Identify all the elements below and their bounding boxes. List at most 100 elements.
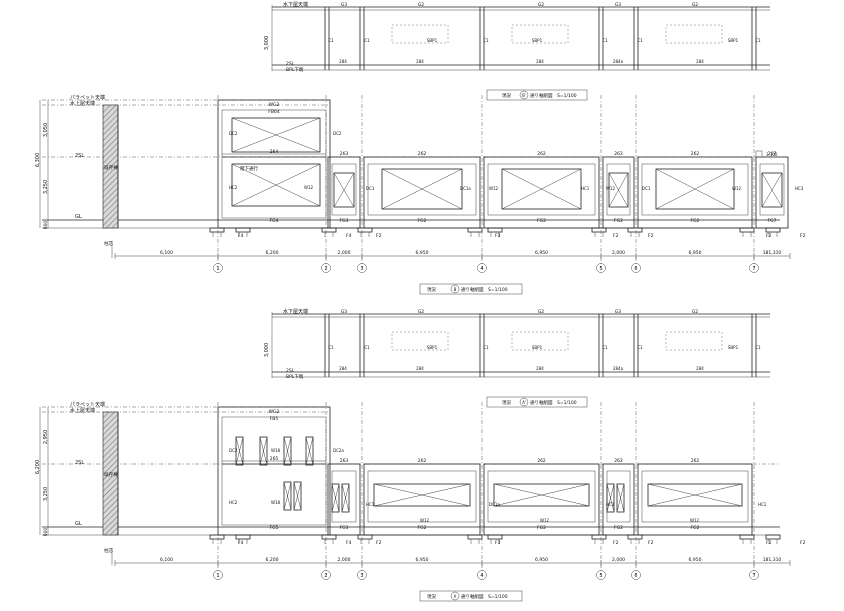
column-label: 柱芯: [104, 547, 113, 554]
footing: [357, 534, 373, 540]
upper-member-label: 284: [416, 366, 424, 371]
bay-12-window: [235, 436, 244, 466]
opening-diag: [259, 436, 268, 466]
footing: [235, 227, 251, 233]
span-label: 181,310: [763, 557, 782, 563]
lower-bay-mid-label: 263: [340, 458, 349, 464]
dim-main-h4: 800: [43, 221, 49, 230]
upper-column-label: C1: [364, 345, 370, 350]
wall-label: W12: [732, 186, 742, 191]
lower-bay-inner: [367, 470, 477, 523]
span-label: 6,950: [416, 557, 429, 563]
lower-bay-inner: [487, 470, 596, 523]
bay-12-window: [259, 436, 268, 466]
span-label: 6,950: [535, 557, 548, 563]
dim-main-h2: 6,300: [35, 153, 41, 167]
footing-label: F2: [766, 540, 772, 546]
lower-bay-fg-label: FG2: [537, 525, 546, 531]
footing-label: F2: [376, 233, 382, 239]
axis-label: 3: [360, 266, 363, 272]
grid-bubble: [519, 397, 529, 407]
footing-label: F3: [495, 540, 501, 546]
existing-building-label: 既存棟: [104, 471, 118, 478]
bay-12-fg-label: FG4: [270, 218, 279, 224]
footing-label: F2: [800, 233, 806, 239]
wall-label: DC1: [642, 186, 651, 191]
upper-window: [511, 24, 569, 44]
upper-beam-label: G2: [692, 2, 698, 8]
view-title-prefix: 現況: [502, 399, 511, 406]
lower-bay-opening: [493, 483, 590, 507]
opening-diag: [333, 172, 355, 208]
lower-bay-mid-label: 262: [418, 151, 427, 157]
opening-diag: [608, 172, 629, 208]
lower-bay-fg-label: FG3: [340, 525, 349, 531]
axis-bubble: [631, 570, 641, 580]
view-title-axis: B': [522, 93, 526, 98]
upper-window: [665, 24, 723, 44]
axis-label: 5: [599, 266, 602, 272]
upper-beam-label: G3: [341, 2, 347, 8]
footing: [765, 227, 781, 233]
lower-bay-frame: [363, 463, 481, 536]
span-label: 2,000: [612, 250, 625, 256]
span-label: 6,950: [689, 557, 702, 563]
dim-main-h3: 3,250: [43, 180, 49, 194]
level-bpl: BPL下端: [286, 373, 304, 380]
footing-label: F4: [238, 233, 244, 239]
opening-diag: [305, 436, 314, 466]
opening-diag: [283, 481, 292, 511]
lower-bay-opening: [761, 172, 783, 208]
level-roof-top: 水下屋天端: [283, 1, 308, 8]
lower-bay-opening: [655, 168, 735, 210]
footing: [739, 227, 755, 233]
level-roof-under: 水上屋天端: [70, 100, 95, 107]
opening-diag: [231, 163, 321, 207]
footing: [357, 227, 373, 233]
axis-label: 1: [216, 266, 219, 272]
lower-bay-mid-label: 263: [614, 151, 623, 157]
wall-label: W12: [606, 186, 616, 191]
lower-bay-mid-label: 263: [340, 151, 349, 157]
axis-bubble: [213, 570, 223, 580]
upper-member-label: 284: [696, 59, 704, 64]
view-title-box: [419, 283, 523, 295]
axis-label: 5: [599, 573, 602, 579]
lower-bay-fg-label: FG3: [340, 218, 349, 224]
lower-bay-mid-label: 262: [418, 458, 427, 464]
wall-label: HC1: [581, 186, 590, 191]
bay-12-top-label: WG2: [269, 409, 280, 415]
level-parapet: パラペット天端: [70, 94, 105, 101]
axis-label: 1: [216, 573, 219, 579]
upper-member-label: 284a: [613, 59, 624, 64]
lower-bay-window: [606, 483, 615, 513]
footing: [739, 534, 755, 540]
axis-bubble: [321, 263, 331, 273]
wall-label: DC1a: [489, 502, 500, 507]
upper-beam-label: G3: [615, 309, 621, 315]
footing: [209, 227, 225, 233]
upper-member-label: 284: [536, 59, 544, 64]
upper-column-label: C1: [328, 345, 334, 350]
axis-label: 7: [752, 266, 755, 272]
span-label: 6,100: [160, 250, 173, 256]
opening-diag: [231, 117, 321, 153]
bay-12-window-low: [283, 481, 292, 511]
footing-label: F2: [613, 233, 619, 239]
footing: [591, 227, 607, 233]
level-gl: GL: [75, 214, 82, 220]
axis-label: 7: [752, 573, 755, 579]
wall-label: DC2: [229, 131, 238, 136]
axis-label: 2: [324, 573, 327, 579]
footing: [467, 534, 483, 540]
wall-label: HC3: [795, 186, 804, 191]
lower-bay-mid-label: 262: [691, 151, 700, 157]
bay-12-fb-label: FB5: [270, 416, 279, 422]
wall-label: W12: [304, 185, 314, 190]
lower-bay-mid-label: 267: [768, 151, 777, 157]
footing-label: F2: [376, 540, 382, 546]
bay-12-window: [283, 436, 292, 466]
opening-diag: [606, 483, 615, 513]
footing: [591, 534, 607, 540]
